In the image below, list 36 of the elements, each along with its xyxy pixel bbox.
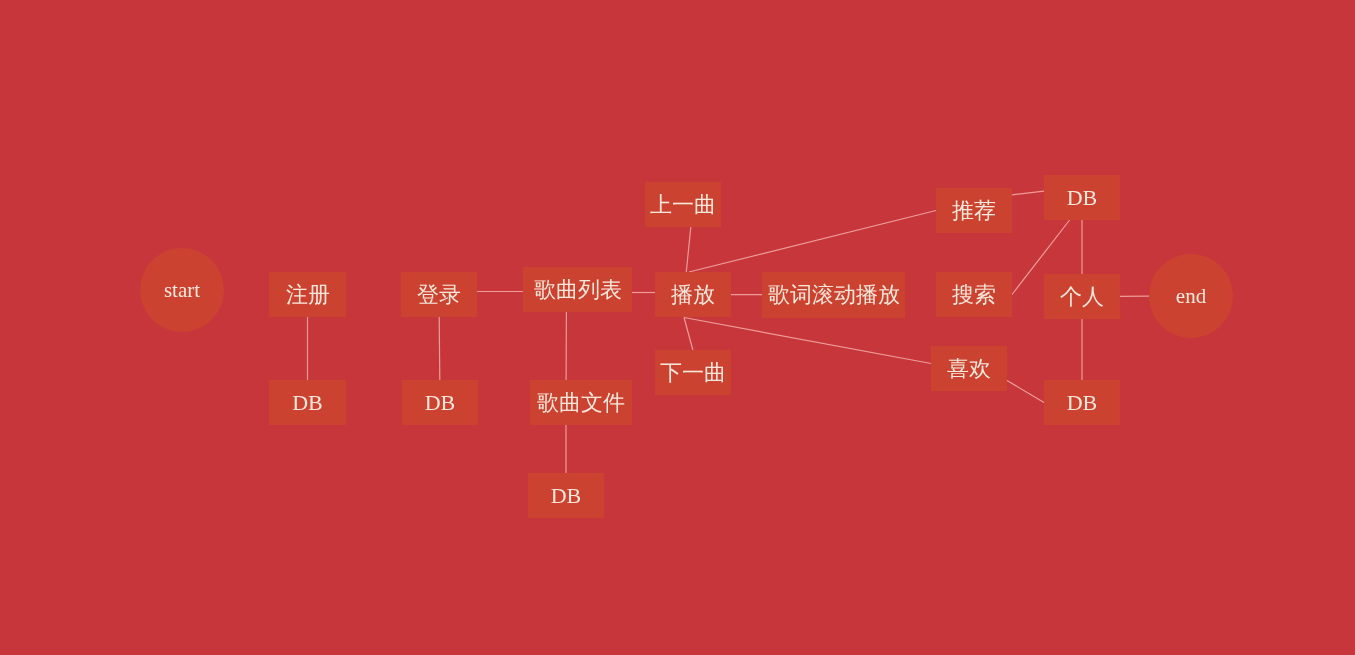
connector-line	[1081, 219, 1083, 275]
process-box: 歌词滚动播放	[762, 272, 905, 318]
process-box: DB	[528, 473, 604, 518]
terminal-circle: end	[1149, 254, 1233, 338]
connector-line	[1081, 318, 1083, 381]
process-box: 个人	[1044, 274, 1120, 319]
connector-line	[688, 209, 937, 273]
connector-line	[565, 424, 567, 474]
process-box: 歌曲文件	[530, 380, 632, 425]
connector-line	[683, 316, 932, 365]
process-box: 播放	[655, 272, 731, 317]
connector-line	[685, 226, 692, 273]
process-box: 下一曲	[655, 350, 731, 395]
connector-line	[565, 311, 567, 381]
process-box: 上一曲	[645, 182, 721, 227]
connector-line	[730, 294, 763, 296]
terminal-circle: start	[140, 248, 224, 332]
connector-line	[476, 290, 524, 293]
connector-line	[1011, 190, 1045, 196]
connector-line	[438, 316, 441, 381]
connector-line	[1006, 379, 1045, 404]
process-box: 注册	[269, 272, 346, 317]
process-box: DB	[1044, 175, 1120, 220]
process-box: 登录	[401, 272, 477, 317]
process-box: 搜索	[936, 272, 1012, 317]
connector-line	[1119, 295, 1150, 297]
connector-line	[683, 316, 694, 351]
process-box: DB	[1044, 380, 1120, 425]
connector-line	[306, 316, 309, 381]
process-box: 推荐	[936, 188, 1012, 233]
process-box: 喜欢	[931, 346, 1007, 391]
connector-line	[631, 291, 656, 294]
process-box: DB	[269, 380, 346, 425]
process-box: DB	[402, 380, 478, 425]
process-box: 歌曲列表	[523, 267, 632, 312]
connector-line	[1011, 219, 1071, 296]
